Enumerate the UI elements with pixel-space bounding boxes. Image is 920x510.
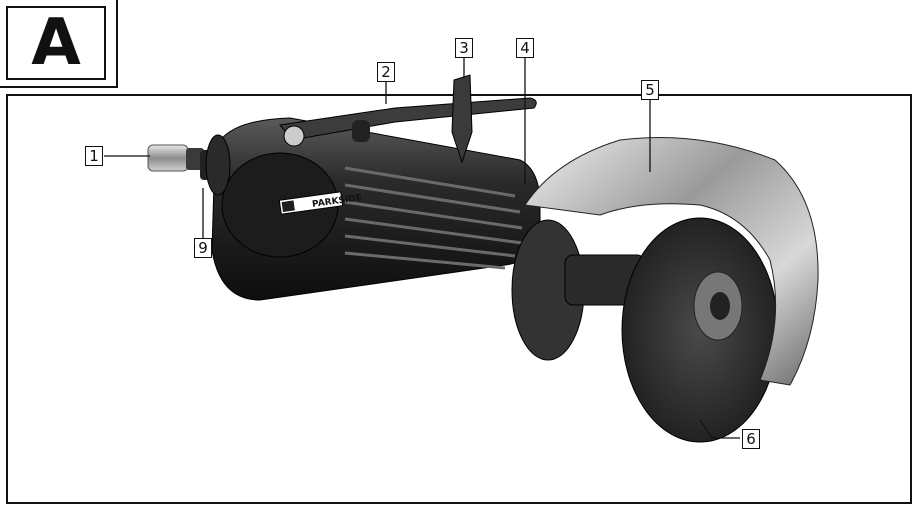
disc-guard [524,137,819,386]
cutting-disc [621,217,779,443]
figure-letter: A [31,6,81,80]
spindle-housing [511,219,646,361]
leader-lines [104,58,740,439]
exhaust-cap [205,134,231,196]
safety-lock [451,74,473,164]
callout-4: 4 [516,38,534,58]
callout-2: 2 [377,62,395,82]
callout-9: 9 [194,238,212,258]
callout-5: 5 [641,80,659,100]
callout-6: 6 [742,429,760,449]
callout-3: 3 [455,38,473,58]
figure-letter-inner-box: A [6,6,106,80]
callout-1: 1 [85,146,103,166]
figure-letter-box: A [0,0,118,88]
tool-body [211,117,541,301]
